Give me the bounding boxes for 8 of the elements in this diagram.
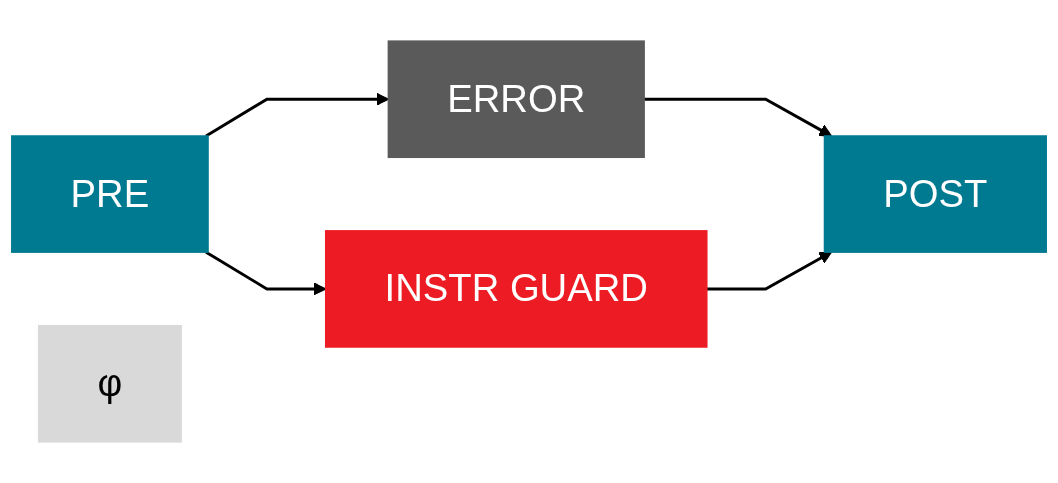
arrow <box>706 251 832 291</box>
node-box: ERROR <box>387 40 645 159</box>
node-box: φ <box>37 324 182 443</box>
node-box: INSTR GUARD <box>324 230 708 348</box>
node-box: POST <box>823 135 1047 253</box>
node-box: PRE <box>11 135 209 253</box>
arrow <box>644 97 832 137</box>
arrow <box>205 92 389 138</box>
